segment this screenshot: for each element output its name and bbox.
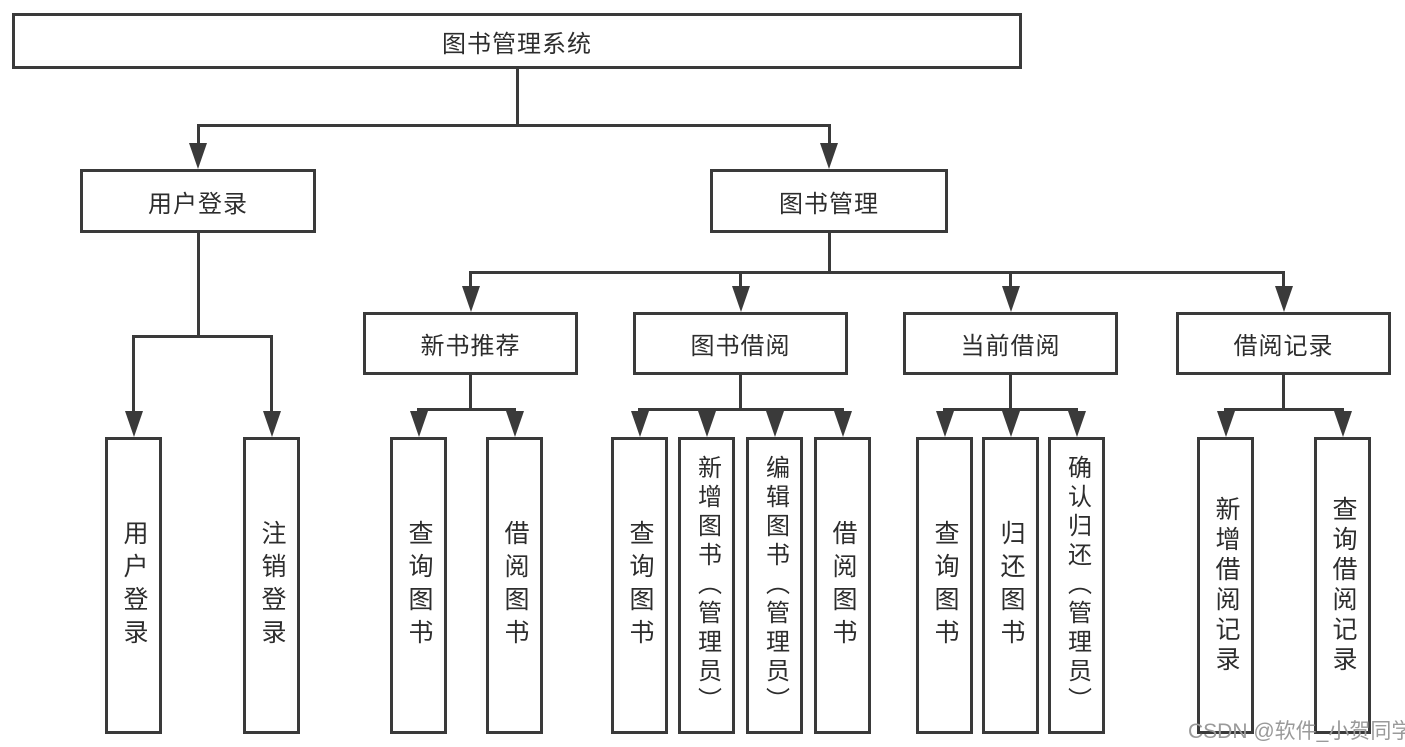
arrowhead-down-icon: [765, 411, 784, 437]
node-book-borrowing: 图书借阅: [633, 312, 848, 375]
arrowhead-down-icon: [833, 411, 852, 437]
arrowhead-down-icon: [1274, 286, 1293, 312]
connector-bus: [469, 271, 1285, 274]
leaf-current-return-books-label: 归还图书: [997, 519, 1025, 652]
connector-child-stem: [270, 335, 273, 415]
connector-bus: [638, 408, 844, 411]
node-new-book-recommend: 新书推荐: [363, 312, 578, 375]
connector-parent-stem: [515, 69, 519, 127]
watermark: CSDN @软件_小贺同学: [1188, 720, 1405, 743]
leaf-current-return-books: 归还图书: [982, 437, 1039, 734]
arrowhead-down-icon: [697, 411, 716, 437]
arrowhead-down-icon: [1067, 411, 1086, 437]
arrowhead-down-icon: [1001, 411, 1020, 437]
node-user-login-label: 用户登录: [148, 190, 248, 218]
connector-bus: [1224, 408, 1344, 411]
arrowhead-down-icon: [1216, 411, 1235, 437]
leaf-current-query-books-label: 查询图书: [931, 519, 959, 652]
connector-child-stem: [1282, 271, 1285, 290]
arrowhead-down-icon: [189, 143, 207, 169]
connector-parent-stem: [1009, 375, 1012, 411]
node-current-borrowing-label: 当前借阅: [960, 333, 1061, 360]
connector-parent-stem: [1282, 375, 1285, 411]
leaf-records-query-record-label: 查询借阅记录: [1329, 495, 1357, 676]
leaf-logout: 注销登录: [243, 437, 300, 734]
arrowhead-down-icon: [935, 411, 954, 437]
node-book-management: 图书管理: [710, 169, 948, 233]
leaf-current-confirm-return: 确认归还（管理员）: [1048, 437, 1105, 734]
node-current-borrowing: 当前借阅: [903, 312, 1118, 375]
connector-bus: [196, 124, 831, 127]
connector-child-stem: [132, 335, 135, 415]
leaf-recommend-borrow-books: 借阅图书: [486, 437, 543, 734]
leaf-user-login-label: 用户登录: [120, 519, 148, 652]
arrowhead-down-icon: [820, 143, 838, 169]
leaf-recommend-query-books: 查询图书: [390, 437, 447, 734]
leaf-borrowing-borrow-books-label: 借阅图书: [829, 519, 857, 652]
node-library-system-label: 图书管理系统: [442, 30, 592, 58]
node-borrowing-records: 借阅记录: [1176, 312, 1391, 375]
connector-parent-stem: [739, 375, 742, 411]
leaf-user-login: 用户登录: [105, 437, 162, 734]
connector-parent-stem: [469, 375, 472, 411]
leaf-borrowing-add-books-label: 新增图书（管理员）: [693, 455, 721, 716]
connector-child-stem: [196, 124, 200, 147]
arrowhead-down-icon: [731, 286, 750, 312]
arrowhead-down-icon: [630, 411, 649, 437]
connector-child-stem: [739, 271, 742, 290]
connector-child-stem: [469, 271, 472, 290]
leaf-current-confirm-return-label: 确认归还（管理员）: [1063, 455, 1091, 716]
node-borrowing-records-label: 借阅记录: [1233, 333, 1334, 360]
arrowhead-down-icon: [409, 411, 428, 437]
connector-child-stem: [827, 124, 831, 147]
leaf-records-add-record: 新增借阅记录: [1197, 437, 1254, 734]
connector-bus: [417, 408, 516, 411]
node-library-system: 图书管理系统: [12, 13, 1022, 69]
leaf-borrowing-query-books-label: 查询图书: [626, 519, 654, 652]
leaf-borrowing-edit-books-label: 编辑图书（管理员）: [761, 455, 789, 716]
leaf-borrowing-query-books: 查询图书: [611, 437, 668, 734]
arrowhead-down-icon: [1333, 411, 1352, 437]
connector-child-stem: [1009, 271, 1012, 290]
connector-parent-stem: [196, 233, 200, 338]
leaf-recommend-borrow-books-label: 借阅图书: [501, 519, 529, 652]
node-user-login: 用户登录: [80, 169, 316, 233]
arrowhead-down-icon: [505, 411, 524, 437]
leaf-borrowing-edit-books: 编辑图书（管理员）: [746, 437, 803, 734]
arrowhead-down-icon: [262, 411, 281, 437]
node-new-book-recommend-label: 新书推荐: [420, 333, 521, 360]
connector-parent-stem: [827, 233, 831, 274]
leaf-borrowing-borrow-books: 借阅图书: [814, 437, 871, 734]
leaf-recommend-query-books-label: 查询图书: [405, 519, 433, 652]
leaf-records-query-record: 查询借阅记录: [1314, 437, 1371, 734]
leaf-records-add-record-label: 新增借阅记录: [1212, 495, 1240, 676]
connector-bus: [132, 335, 273, 338]
node-book-borrowing-label: 图书借阅: [690, 333, 791, 360]
node-book-management-label: 图书管理: [779, 190, 879, 218]
arrowhead-down-icon: [124, 411, 143, 437]
leaf-logout-label: 注销登录: [258, 519, 286, 652]
leaf-borrowing-add-books: 新增图书（管理员）: [678, 437, 735, 734]
arrowhead-down-icon: [461, 286, 480, 312]
arrowhead-down-icon: [1001, 286, 1020, 312]
leaf-current-query-books: 查询图书: [916, 437, 973, 734]
